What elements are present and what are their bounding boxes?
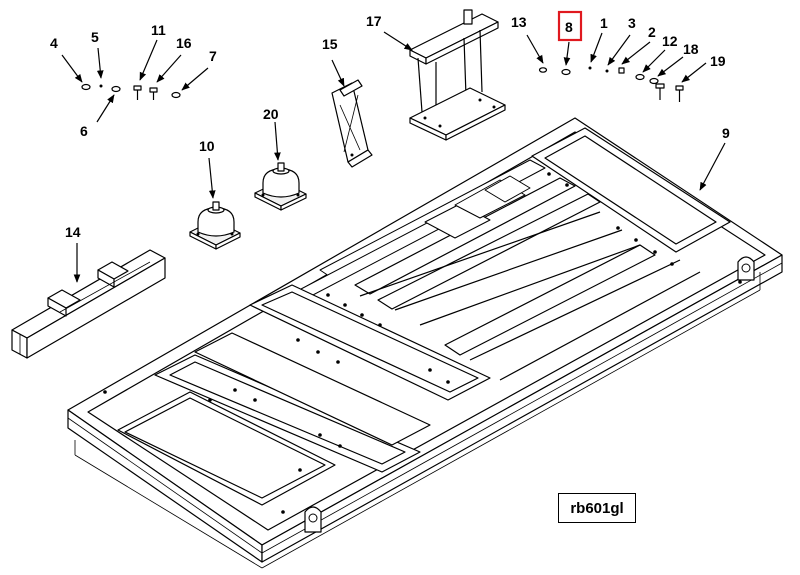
callout-1[interactable]: 1 [600, 15, 608, 31]
hardware-group-left [81, 83, 181, 100]
pivot-lug-left [304, 506, 322, 533]
callout-15[interactable]: 15 [322, 36, 338, 52]
callout-8[interactable]: 8 [565, 19, 573, 35]
callout-12[interactable]: 12 [662, 33, 678, 49]
callout-7[interactable]: 7 [209, 48, 217, 64]
main-frame-assembly [67, 117, 783, 569]
figure-reference-label: rb601gl [558, 493, 636, 523]
callout-labels: 4 5 6 11 16 7 15 17 13 8 1 3 2 12 18 19 … [50, 13, 730, 240]
bolt-19 [675, 85, 684, 102]
callout-18[interactable]: 18 [683, 41, 699, 57]
hardware-group-right [538, 66, 684, 102]
callout-3[interactable]: 3 [628, 15, 636, 31]
callout-19[interactable]: 19 [710, 53, 726, 69]
callout-5[interactable]: 5 [91, 29, 99, 45]
bolt-11 [133, 85, 142, 100]
leader-lines [61, 31, 726, 283]
callout-14[interactable]: 14 [65, 224, 81, 240]
callout-9[interactable]: 9 [722, 125, 730, 141]
stand-17 [409, 9, 506, 141]
pivot-lug-right [737, 256, 755, 281]
callout-10[interactable]: 10 [199, 138, 215, 154]
callout-20[interactable]: 20 [263, 106, 279, 122]
mounting-holes [103, 172, 742, 514]
bolt-16 [149, 87, 158, 100]
callout-2[interactable]: 2 [648, 24, 656, 40]
isolator-mount-10 [189, 201, 241, 250]
bolt-18 [655, 83, 665, 100]
callout-4[interactable]: 4 [50, 35, 58, 51]
callout-13[interactable]: 13 [511, 14, 527, 30]
channel-beam-14 [11, 249, 166, 359]
callout-16[interactable]: 16 [176, 35, 192, 51]
bracket-15 [331, 79, 373, 168]
isolator-mount-20 [254, 162, 307, 211]
callout-highlight-box [557, 10, 583, 42]
callout-6[interactable]: 6 [80, 123, 88, 139]
callout-17[interactable]: 17 [366, 13, 382, 29]
callout-11[interactable]: 11 [151, 22, 166, 38]
